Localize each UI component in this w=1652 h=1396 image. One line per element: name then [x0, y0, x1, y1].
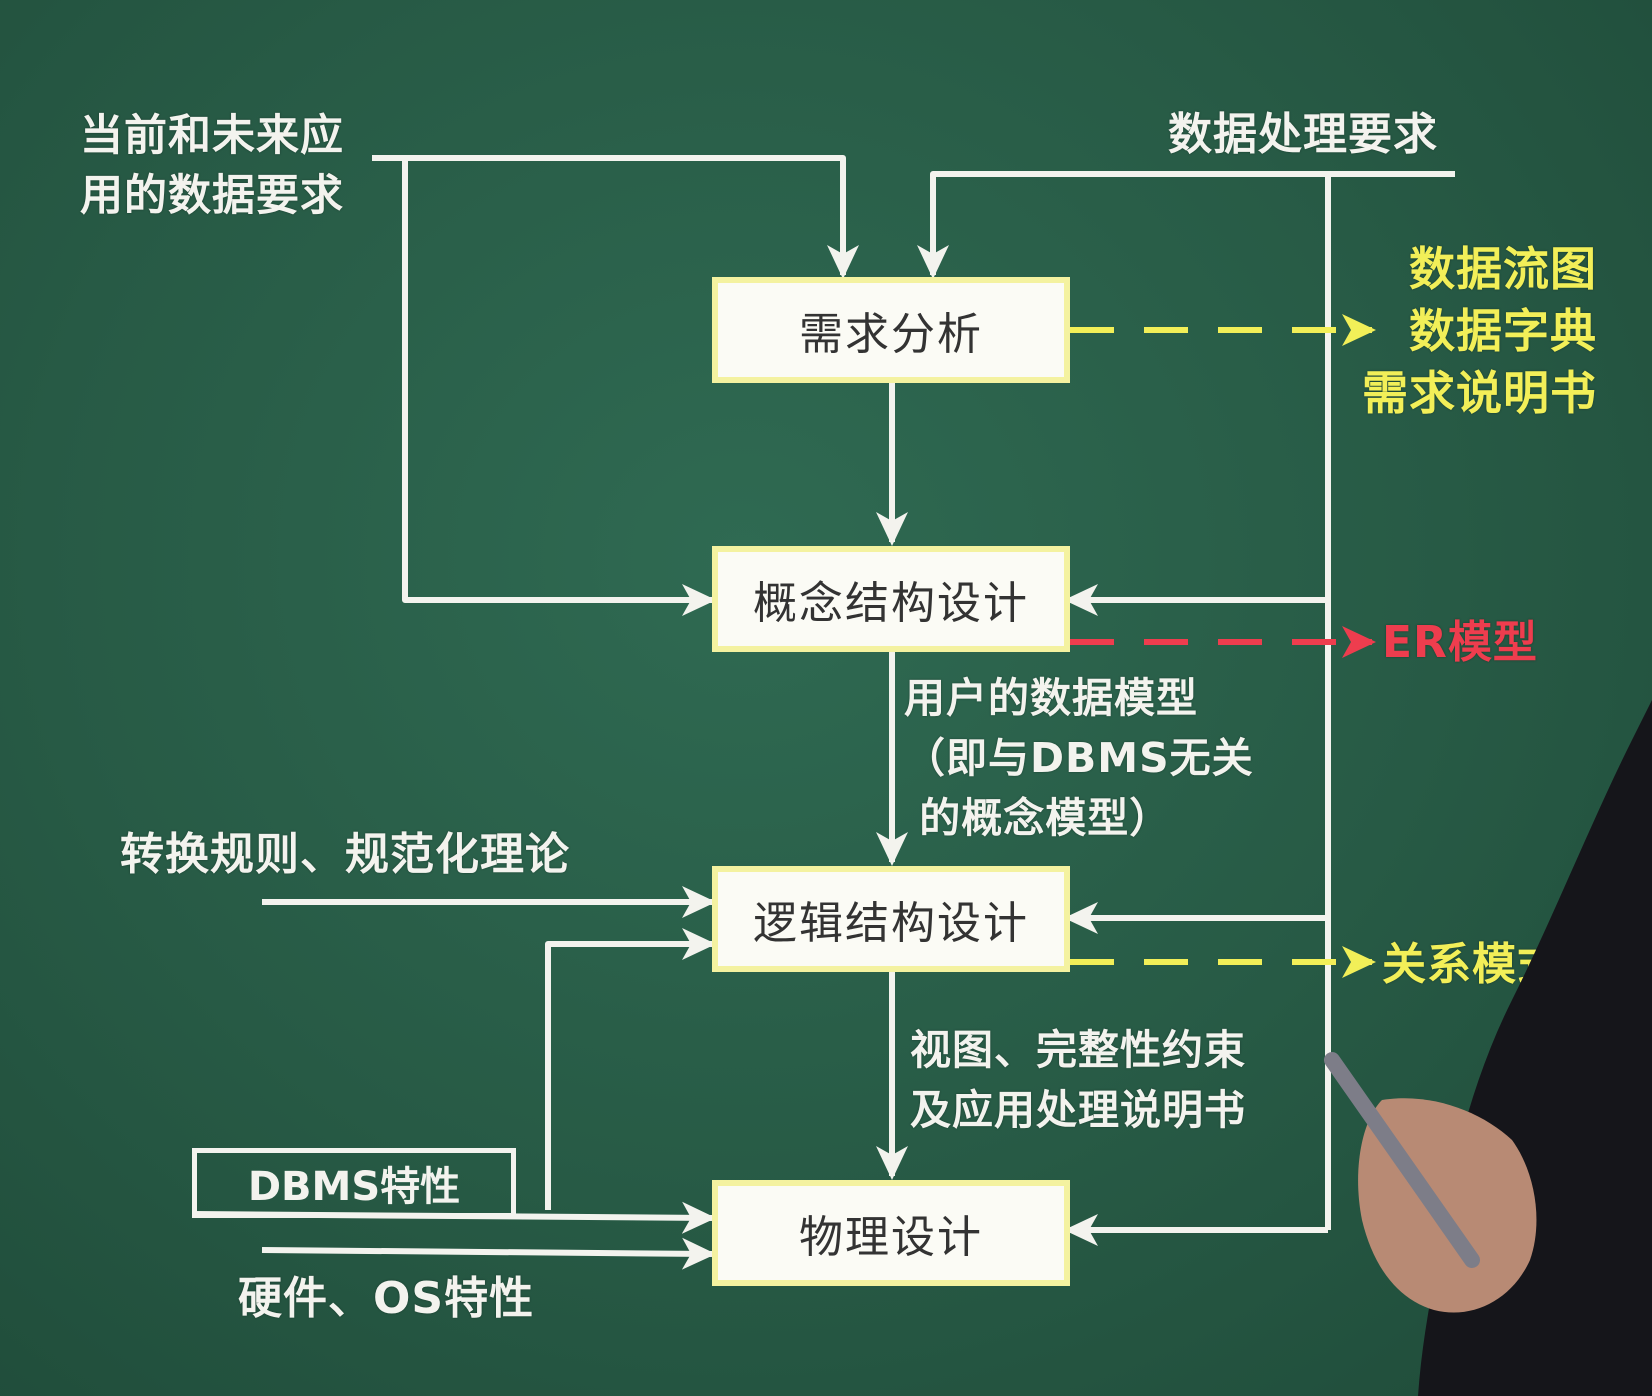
label-user-data-model: 用户的数据模型 （即与DBMS无关 的概念模型） [904, 674, 1254, 842]
line-dbms-to-logical [545, 928, 716, 1210]
output-req-docs: 数据流图 数据字典 需求说明书 [1362, 242, 1597, 420]
input-dbms-features: DBMS特性 [192, 1148, 516, 1218]
step-physical-design: 物理设计 [712, 1180, 1070, 1286]
line-hw-to-physical [261, 1237, 716, 1270]
input-current-future-data-req: 当前和未来应 用的数据要求 [80, 111, 344, 221]
output-er-model: ER模型 [1382, 617, 1538, 668]
line-req-to-analysis [372, 155, 859, 279]
step-logical-design: 逻辑结构设计 [712, 866, 1070, 972]
input-hardware-os: 硬件、OS特性 [238, 1273, 535, 1324]
step-requirement-analysis: 需求分析 [712, 277, 1070, 383]
line-proc-to-analysis [917, 171, 1455, 279]
line-req-to-conceptual [402, 158, 716, 616]
input-transform-rules: 转换规则、规范化理论 [120, 829, 570, 880]
presenter-silhouette [1324, 700, 1652, 1396]
label-views-constraints: 视图、完整性约束 及应用处理说明书 [910, 1026, 1246, 1134]
step-conceptual-design: 概念结构设计 [712, 546, 1070, 652]
input-processing-req: 数据处理要求 [1168, 109, 1438, 160]
